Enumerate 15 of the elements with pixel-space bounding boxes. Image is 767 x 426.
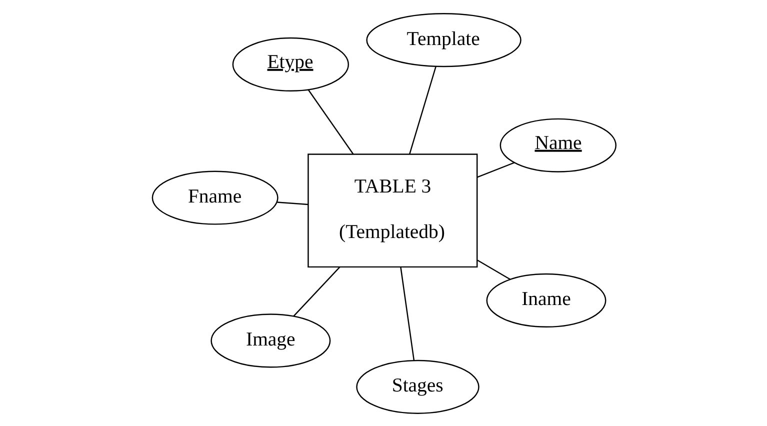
- connector: [408, 66, 436, 154]
- connector: [292, 266, 340, 316]
- connector: [400, 266, 414, 360]
- node-ellipse: Fname: [151, 170, 278, 224]
- connector: [307, 88, 354, 154]
- connector: [476, 161, 514, 178]
- node-ellipse: Image: [210, 313, 330, 368]
- connector: [476, 259, 510, 280]
- node-ellipse: Stages: [356, 359, 479, 414]
- connector: [276, 201, 308, 205]
- node-ellipse: Template: [366, 12, 521, 67]
- node-ellipse: Etype: [232, 36, 349, 91]
- node-box: TABLE 3 (Templatedb): [307, 153, 478, 268]
- node-ellipse: Name: [499, 118, 616, 172]
- node-ellipse: Iname: [486, 272, 606, 327]
